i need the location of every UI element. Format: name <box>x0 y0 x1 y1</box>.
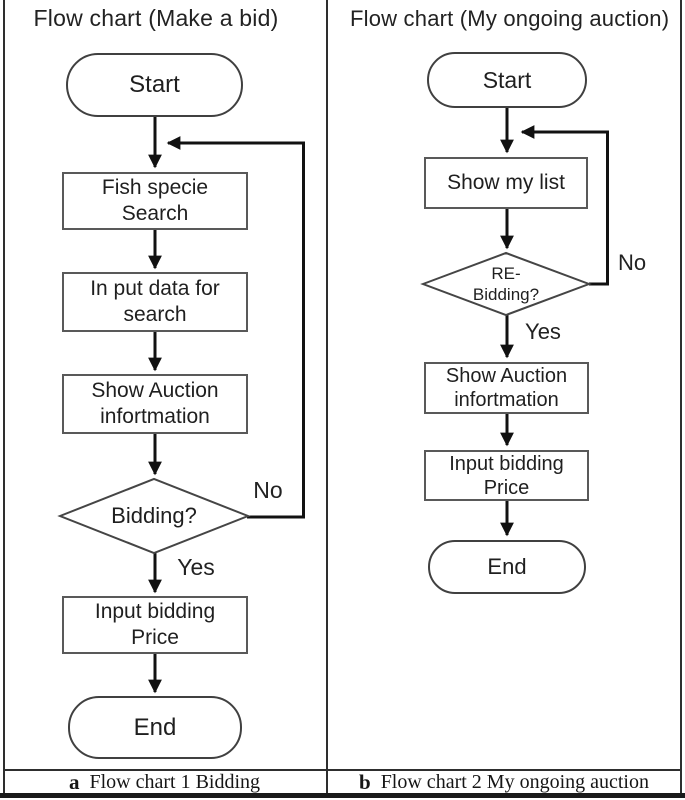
decision-bidding-shape <box>57 477 251 555</box>
decision-bidding-label: Bidding? <box>111 503 197 528</box>
right-panel-title: Flow chart (My ongoing auction) <box>350 6 670 31</box>
panel-divider-line <box>326 0 328 793</box>
caption-a-text: Flow chart 1 Bidding <box>89 770 261 793</box>
frame-left-border <box>3 0 5 797</box>
edge-r-no-loop <box>520 125 609 286</box>
edge-label-no-left: No <box>253 477 283 503</box>
left-panel-title: Flow chart (Make a bid) <box>33 5 279 31</box>
edge-label-no-right: No <box>617 250 647 275</box>
node-end-left: End <box>68 696 242 759</box>
decision-rebidding-shape <box>420 251 592 317</box>
node-start-right: Start <box>427 52 587 108</box>
node-input-bidding-price-right: Input bidding Price <box>424 450 589 501</box>
caption-separator-line <box>3 769 681 771</box>
caption-b-letter: b <box>359 769 371 794</box>
edge-l-no-loop <box>166 136 305 519</box>
frame-right-border <box>680 0 682 797</box>
caption-a: a Flow chart 1 Bidding <box>3 769 326 794</box>
node-input-data-for-search: In put data for search <box>62 272 248 332</box>
decision-rebidding-label: RE- Bidding? <box>472 264 540 304</box>
node-show-auction-information-right: Show Auction infortmation <box>424 362 589 414</box>
edge-label-yes-right: Yes <box>525 319 561 344</box>
node-show-my-list: Show my list <box>424 157 588 209</box>
caption-b: b Flow chart 2 My ongoing auction <box>328 769 680 794</box>
frame-bottom-border <box>0 793 685 798</box>
caption-b-text: Flow chart 2 My ongoing auction <box>380 770 649 793</box>
node-start-left: Start <box>66 53 243 117</box>
node-show-auction-information-left: Show Auction infortmation <box>62 374 248 434</box>
node-fish-specie-search: Fish specie Search <box>62 172 248 230</box>
node-input-bidding-price-left: Input bidding Price <box>62 596 248 654</box>
node-end-right: End <box>428 540 586 594</box>
edge-label-yes-left: Yes <box>177 554 215 580</box>
caption-a-letter: a <box>68 769 80 794</box>
